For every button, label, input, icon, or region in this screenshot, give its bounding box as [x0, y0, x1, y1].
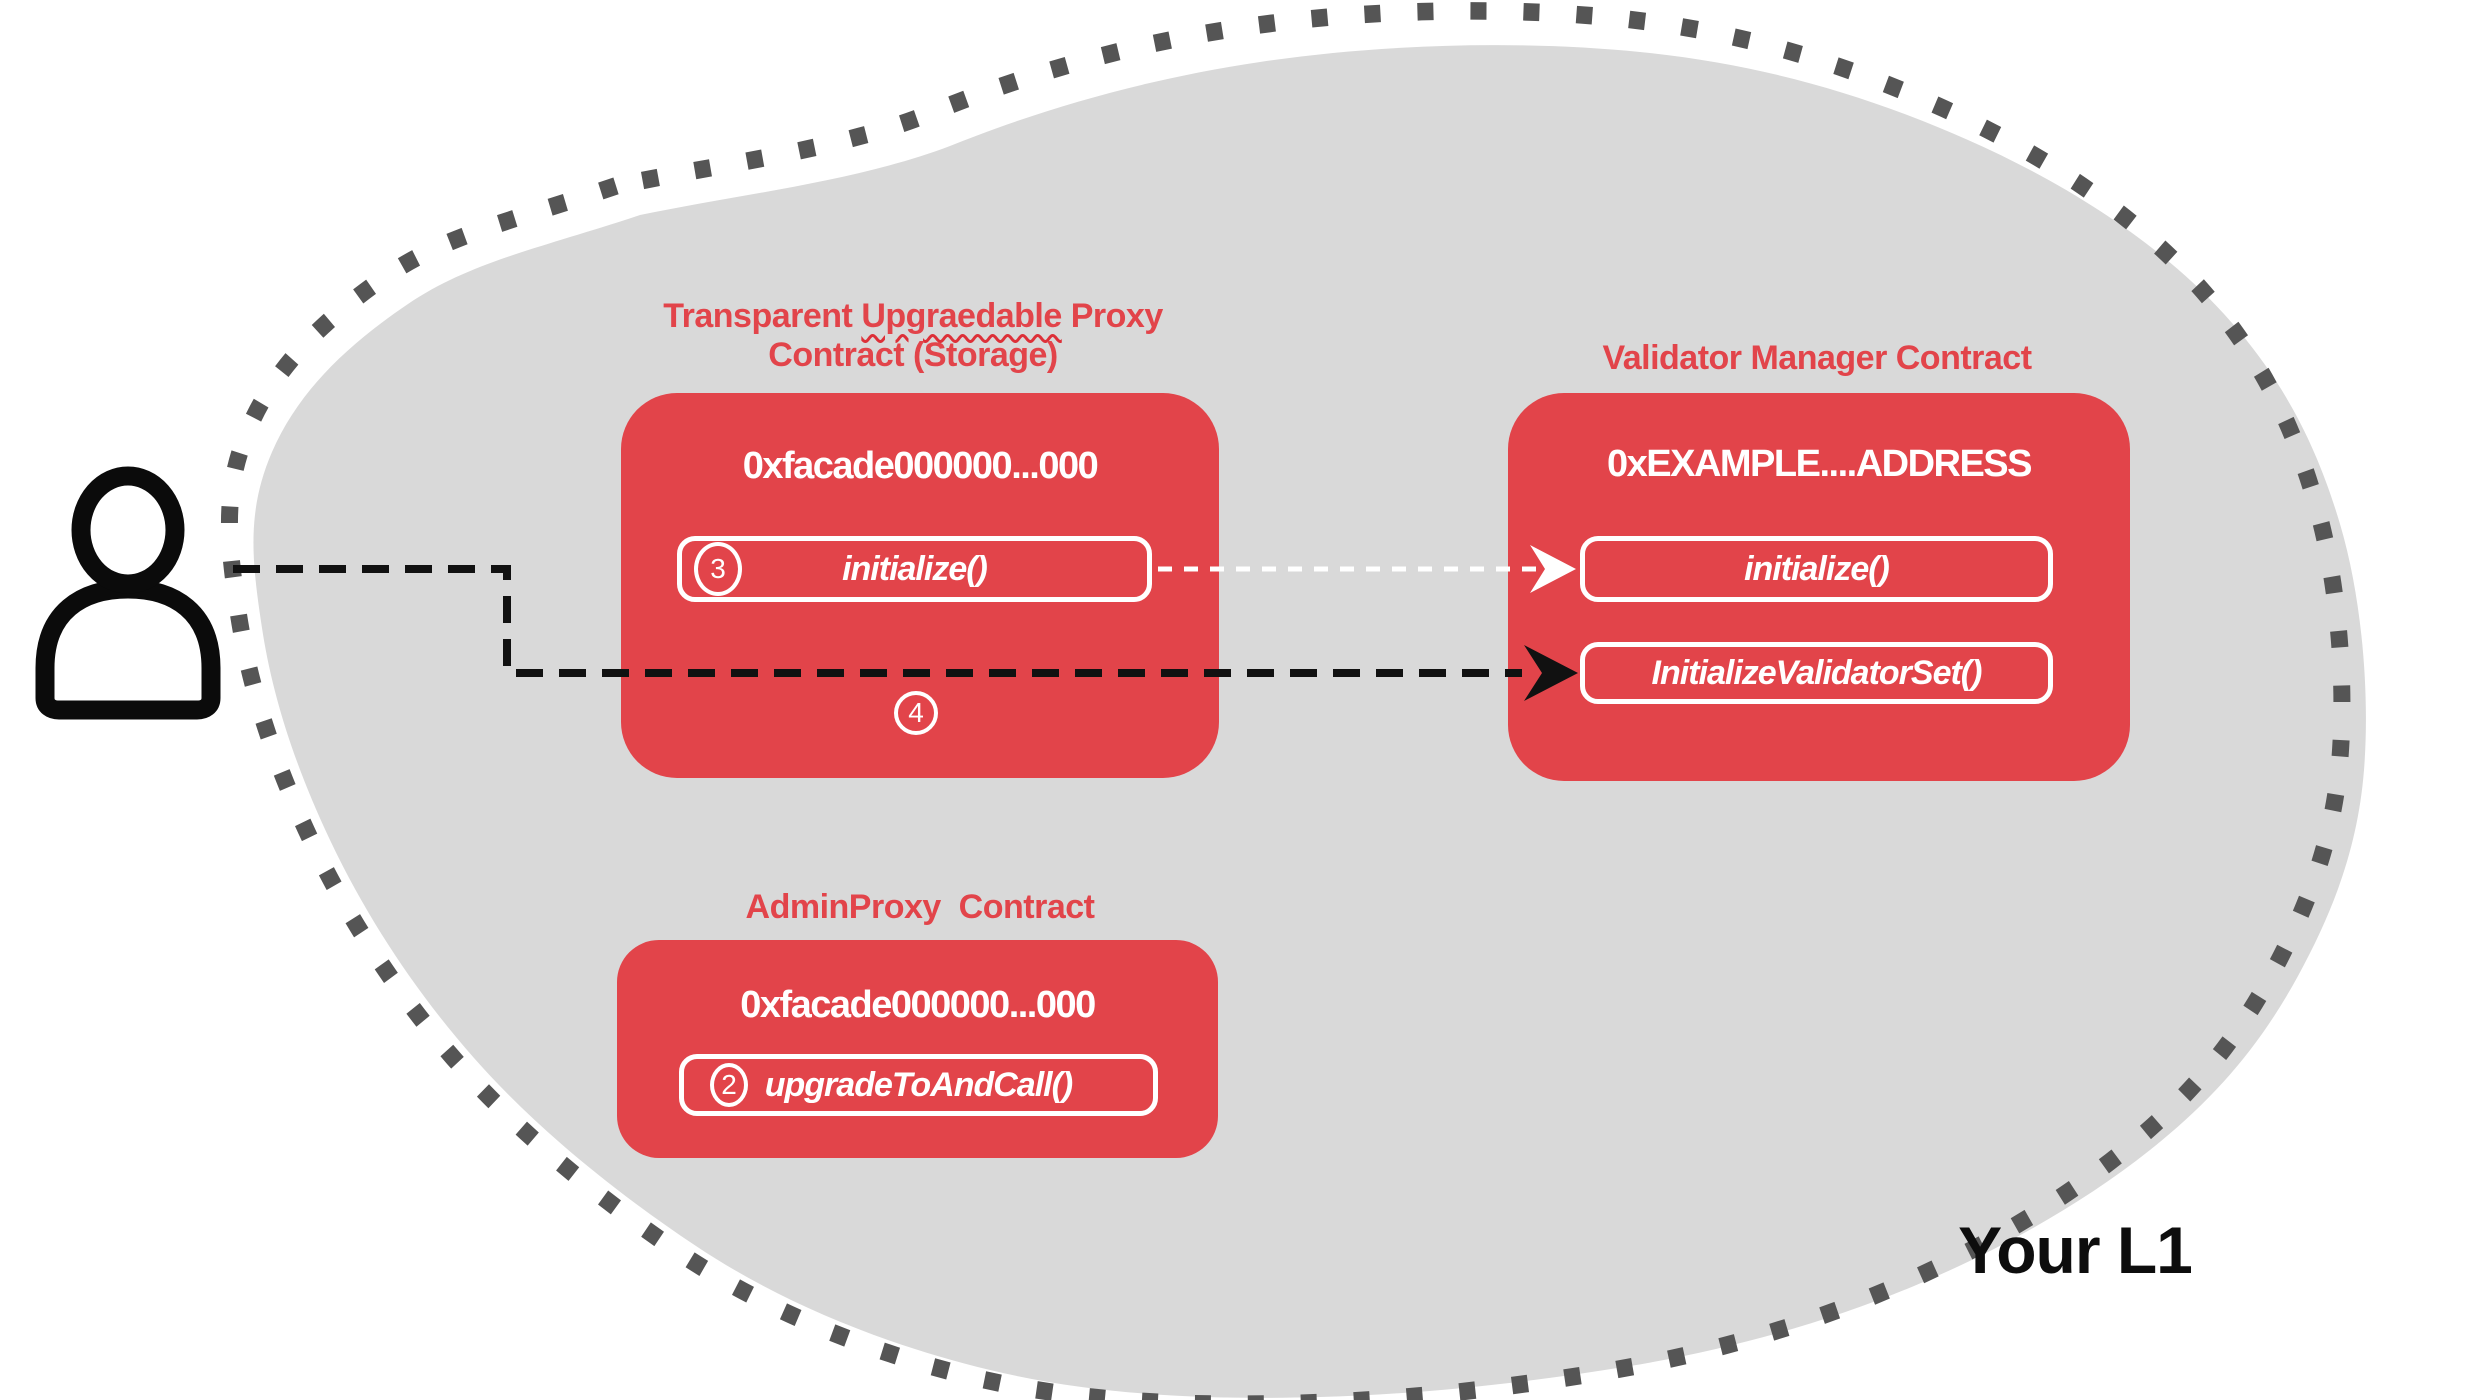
- admin-proxy-contract-title: AdminProxy Contract: [745, 888, 1095, 926]
- proxy-title-line2: Contract (Storage): [768, 336, 1058, 374]
- step-3-badge: 3: [694, 542, 742, 596]
- admin-upgradetoandcall-method-pill: 2 upgradeToAndCall(): [679, 1054, 1158, 1116]
- step-2-badge: 2: [710, 1063, 748, 1107]
- validator-contract-box: 0xEXAMPLE....ADDRESS initialize() Initia…: [1508, 393, 2130, 781]
- proxy-contract-address: 0xfacade000000...000: [742, 445, 1099, 487]
- proxy-title-post: Proxy: [1061, 297, 1164, 335]
- validator-initialize-method-pill: initialize(): [1580, 536, 2053, 602]
- person-icon: [35, 466, 221, 720]
- proxy-title-pre: Transparent: [663, 297, 862, 335]
- proxy-title-line1: Transparent Upgraedable Proxy: [613, 297, 1213, 336]
- proxy-contract-title: Transparent Upgraedable Proxy Contract (…: [613, 297, 1213, 375]
- l1-blob-dotted-border: [221, 2, 2351, 1400]
- step-4-badge: 4: [894, 691, 938, 735]
- proxy-contract-box: 0xfacade000000...000 3 initialize() 4: [621, 393, 1219, 778]
- l1-label: Your L1: [1958, 1213, 2193, 1287]
- validator-initializevalidatorset-method-pill: InitializeValidatorSet(): [1580, 642, 2053, 704]
- proxy-initialize-label: initialize(): [842, 549, 988, 588]
- validator-initializevalidatorset-label: InitializeValidatorSet(): [1651, 653, 1983, 692]
- validator-initialize-label: initialize(): [1744, 549, 1890, 588]
- admin-upgradetoandcall-label: upgradeToAndCall(): [764, 1065, 1073, 1104]
- validator-contract-title: Validator Manager Contract: [1602, 339, 2032, 377]
- proxy-initialize-method-pill: 3 initialize(): [677, 536, 1152, 602]
- admin-proxy-contract-box: 0xfacade000000...000 2 upgradeToAndCall(…: [617, 940, 1218, 1158]
- proxy-title-misspelled-word: Upgraedable: [861, 297, 1062, 335]
- validator-contract-address: 0xEXAMPLE....ADDRESS: [1607, 443, 2033, 485]
- admin-proxy-contract-address: 0xfacade000000...000: [740, 984, 1096, 1026]
